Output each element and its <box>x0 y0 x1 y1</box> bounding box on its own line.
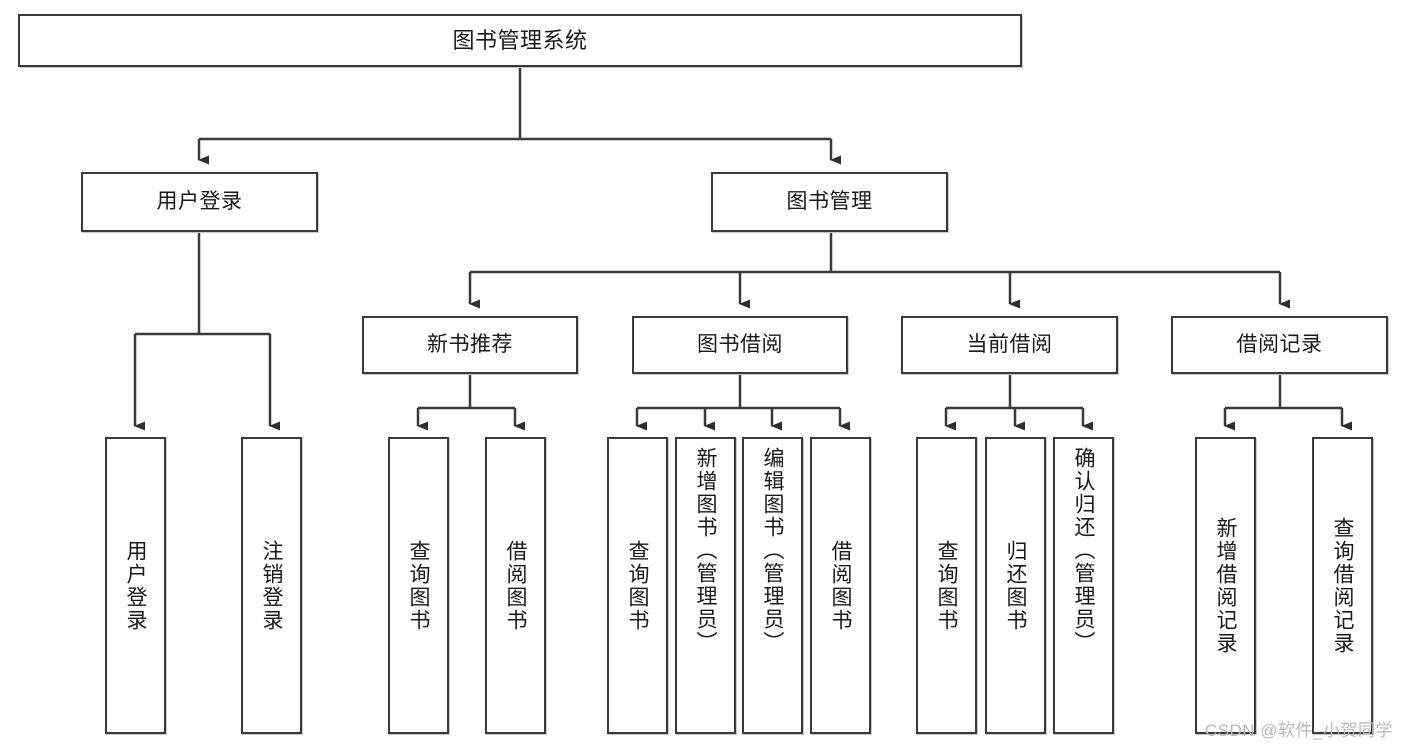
node-user-login[interactable]: 用户登录 <box>81 172 318 232</box>
node-label: 查询图书 <box>626 539 650 632</box>
leaf-borrow-book-new[interactable]: 借阅图书 <box>485 437 546 734</box>
node-label: 图书管理 <box>786 189 873 213</box>
leaf-add-borrow-record[interactable]: 新增借阅记录 <box>1195 437 1256 734</box>
leaf-query-book-current[interactable]: 查询图书 <box>916 437 977 734</box>
node-book-borrow[interactable]: 图书借阅 <box>632 316 848 374</box>
leaf-query-book-new[interactable]: 查询图书 <box>388 437 449 734</box>
node-label: 新增图书（管理员） <box>694 447 718 654</box>
node-label: 借阅图书 <box>829 539 853 632</box>
leaf-query-borrow-record[interactable]: 查询借阅记录 <box>1312 437 1373 734</box>
node-label: 归还图书 <box>1004 539 1028 632</box>
node-label: 图书借阅 <box>697 332 783 356</box>
watermark-text: CSDN @软件_小贺同学 <box>1204 721 1393 740</box>
node-new-book-recommend[interactable]: 新书推荐 <box>362 316 578 374</box>
node-label: 确认归还（管理员） <box>1072 447 1096 654</box>
leaf-user-login[interactable]: 用户登录 <box>105 437 166 734</box>
node-label: 借阅图书 <box>504 539 528 632</box>
node-label: 图书管理系统 <box>452 27 588 53</box>
node-book-management[interactable]: 图书管理 <box>711 172 948 232</box>
node-label: 当前借阅 <box>966 332 1053 356</box>
node-label: 用户登录 <box>124 539 148 632</box>
node-label: 用户登录 <box>156 189 243 213</box>
node-label: 注销登录 <box>260 539 284 632</box>
leaf-confirm-return-admin[interactable]: 确认归还（管理员） <box>1053 437 1114 734</box>
node-borrow-record[interactable]: 借阅记录 <box>1171 316 1388 374</box>
node-label: 借阅记录 <box>1236 332 1323 356</box>
leaf-query-book-borrow[interactable]: 查询图书 <box>607 437 668 734</box>
node-current-borrow[interactable]: 当前借阅 <box>901 316 1118 374</box>
leaf-add-book-admin[interactable]: 新增图书（管理员） <box>675 437 736 734</box>
leaf-return-book[interactable]: 归还图书 <box>985 437 1046 734</box>
node-label: 查询图书 <box>935 539 959 632</box>
node-label: 编辑图书（管理员） <box>761 447 785 654</box>
node-label: 查询借阅记录 <box>1331 516 1355 655</box>
node-root-system[interactable]: 图书管理系统 <box>18 14 1022 67</box>
leaf-logout[interactable]: 注销登录 <box>241 437 302 734</box>
node-label: 新增借阅记录 <box>1214 516 1238 655</box>
leaf-edit-book-admin[interactable]: 编辑图书（管理员） <box>742 437 803 734</box>
leaf-borrow-book[interactable]: 借阅图书 <box>810 437 871 734</box>
node-label: 查询图书 <box>407 539 431 632</box>
node-label: 新书推荐 <box>427 332 513 356</box>
